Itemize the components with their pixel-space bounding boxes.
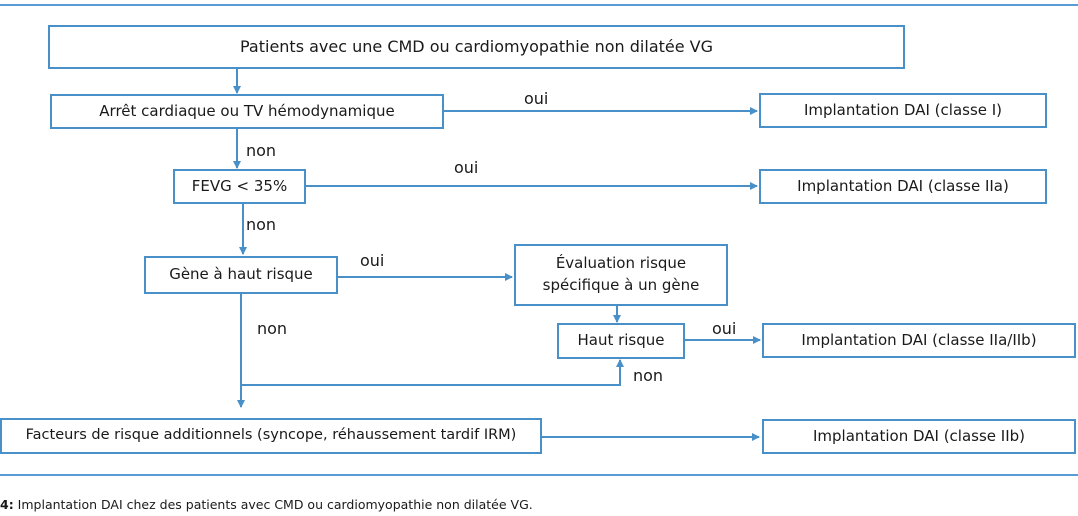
label-haut-oui: oui <box>712 319 737 338</box>
top-rule <box>0 4 1078 6</box>
box-dai-2b-text: Implantation DAI (classe IIb) <box>812 426 1026 445</box>
box-root: Patients avec une CMD ou cardiomyopathie… <box>48 25 905 69</box>
box-dai-1: Implantation DAI (classe I) <box>759 93 1047 128</box>
bottom-rule <box>0 474 1078 476</box>
figure-number: 4: <box>0 497 14 512</box>
box-fevg-text: FEVG < 35% <box>191 176 288 195</box>
box-fevg: FEVG < 35% <box>173 169 306 204</box>
box-dai-2b: Implantation DAI (classe IIb) <box>762 419 1076 454</box>
box-dai-2a-text: Implantation DAI (classe IIa) <box>797 176 1009 195</box>
label-arret-oui: oui <box>524 89 549 108</box>
box-dai-2a: Implantation DAI (classe IIa) <box>759 169 1047 204</box>
box-arret: Arrêt cardiaque ou TV hémodynamique <box>50 94 444 129</box>
box-gene-text: Gène à haut risque <box>169 265 313 284</box>
box-facteurs: Facteurs de risque additionnels (syncope… <box>0 418 542 454</box>
label-fevg-oui: oui <box>454 158 479 177</box>
box-dai-2ab-text: Implantation DAI (classe IIa/IIb) <box>801 330 1037 349</box>
box-facteurs-text: Facteurs de risque additionnels (syncope… <box>25 427 517 444</box>
box-dai-2ab: Implantation DAI (classe IIa/IIb) <box>762 323 1076 358</box>
box-haut-risque-text: Haut risque <box>577 331 665 350</box>
box-evaluation-line-2: spécifique à un gène <box>542 276 700 294</box>
figure-caption: 4: Implantation DAI chez des patients av… <box>0 497 533 512</box>
box-evaluation: Évaluation risque spécifique à un gène <box>514 244 728 306</box>
box-arret-text: Arrêt cardiaque ou TV hémodynamique <box>99 101 395 120</box>
label-gene-non: non <box>257 319 288 338</box>
arrow-non-return-to-haut <box>241 359 624 386</box>
box-haut-risque: Haut risque <box>557 323 685 359</box>
label-fevg-non: non <box>246 215 277 234</box>
label-gene-oui: oui <box>360 251 385 270</box>
label-haut-non: non <box>633 366 664 385</box>
label-arret-non: non <box>246 141 277 160</box>
box-dai-1-text: Implantation DAI (classe I) <box>803 100 1003 119</box>
figure-caption-text: Implantation DAI chez des patients avec … <box>13 497 533 512</box>
box-root-text: Patients avec une CMD ou cardiomyopathie… <box>239 37 714 57</box>
box-evaluation-line-1: Évaluation risque <box>555 254 687 273</box>
box-gene: Gène à haut risque <box>144 256 338 294</box>
